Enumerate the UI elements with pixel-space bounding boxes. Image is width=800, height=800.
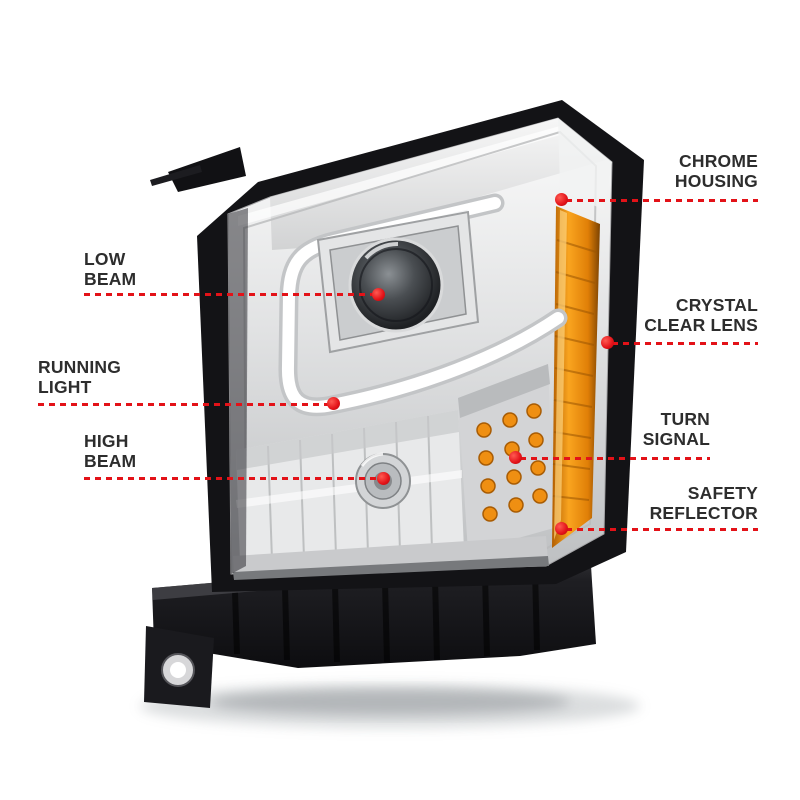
turn-signal-chamber <box>458 364 554 552</box>
callout-text: BEAM <box>84 269 137 289</box>
callout-text: RUNNING <box>38 357 122 377</box>
callout-leader-chrome-housing <box>566 199 758 202</box>
callout-text: TURN <box>660 409 710 429</box>
callout-dot-safety-reflector <box>555 522 568 535</box>
callout-text: REFLECTOR <box>649 503 758 523</box>
callout-label-safety-reflector: SAFETY REFLECTOR <box>650 483 758 523</box>
callout-leader-safety-reflector <box>566 528 758 531</box>
callout-dot-chrome-housing <box>555 193 568 206</box>
housing-top-fin <box>150 147 246 192</box>
callout-text: CLEAR LENS <box>644 315 758 335</box>
callout-text: CRYSTAL <box>675 295 758 315</box>
projector-low-beam <box>316 210 480 354</box>
callout-label-chrome-housing: CHROME HOUSING <box>675 151 758 191</box>
callout-text: LIGHT <box>38 377 92 397</box>
callout-text: HOUSING <box>674 171 758 191</box>
callout-label-low-beam: LOW BEAM <box>84 249 136 289</box>
callout-text: LOW <box>84 249 126 269</box>
callout-dot-crystal-clear-lens <box>601 336 614 349</box>
callout-leader-running-light <box>38 403 328 406</box>
callout-label-high-beam: HIGH BEAM <box>84 431 136 471</box>
callout-dot-turn-signal <box>509 451 522 464</box>
callout-label-turn-signal: TURN SIGNAL <box>643 409 710 449</box>
callout-text: HIGH <box>84 431 129 451</box>
callout-dot-high-beam <box>377 472 390 485</box>
callout-leader-low-beam <box>84 293 373 296</box>
high-beam-chamber <box>236 410 464 562</box>
projector-lens <box>350 239 442 331</box>
callout-label-crystal-clear-lens: CRYSTAL CLEAR LENS <box>644 295 758 335</box>
ground-shadow <box>140 684 640 728</box>
callout-text: CHROME <box>679 151 758 171</box>
callout-label-running-light: RUNNING LIGHT <box>38 357 121 397</box>
turn-signal-leds <box>476 403 548 522</box>
callout-text: BEAM <box>84 451 137 471</box>
callout-text: SIGNAL <box>642 429 710 449</box>
callout-leader-turn-signal <box>520 457 710 460</box>
callout-dot-running-light <box>327 397 340 410</box>
callout-leader-high-beam <box>84 477 378 480</box>
callout-text: SAFETY <box>687 483 758 503</box>
lens-bottom-lip <box>228 208 549 580</box>
callout-leader-crystal-clear-lens <box>612 342 758 345</box>
callout-dot-low-beam <box>372 288 385 301</box>
